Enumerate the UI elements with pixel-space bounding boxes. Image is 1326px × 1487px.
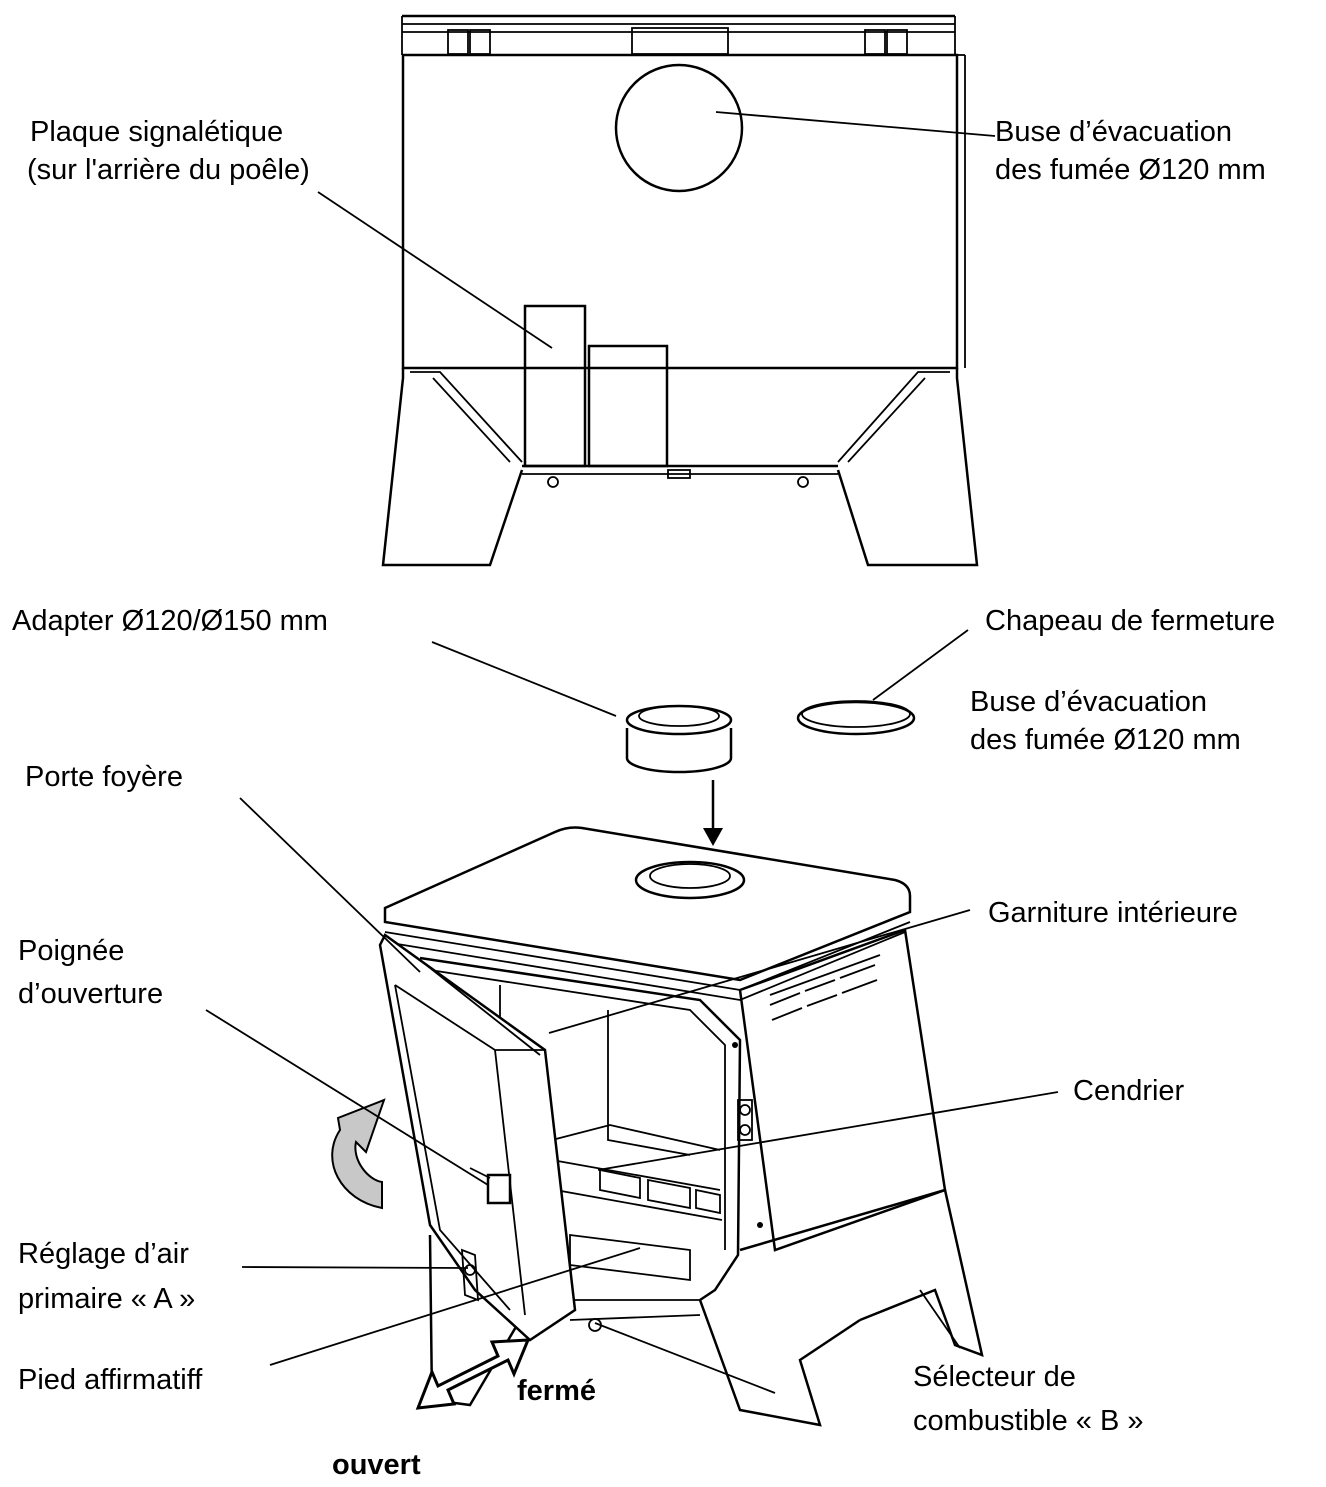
- adapter-part: [431, 641, 733, 774]
- label-primary-air-2: primaire « A »: [18, 1283, 196, 1315]
- label-flue-outlet-mid-1: Buse d’évacuation: [970, 686, 1207, 718]
- label-fuel-selector-2: combustible « B »: [913, 1405, 1144, 1437]
- label-leg: Pied affirmatiff: [18, 1364, 203, 1396]
- label-closing-cap: Chapeau de fermeture: [985, 605, 1276, 637]
- label-primary-air-1: Réglage d’air: [18, 1238, 189, 1270]
- down-arrow: [703, 780, 723, 846]
- firebox-door: [378, 933, 577, 1342]
- leader-lines: [205, 797, 1059, 1394]
- flue-outlet-circle: [614, 63, 744, 193]
- label-inner-lining: Garniture intérieure: [988, 897, 1238, 929]
- ash-tray-grate: [599, 1168, 721, 1215]
- label-fuel-selector-1: Sélecteur de: [913, 1361, 1076, 1393]
- label-flue-outlet-mid-2: des fumée Ø120 mm: [970, 724, 1241, 756]
- label-handle-2: d’ouverture: [18, 978, 164, 1010]
- open-close-arrow: [415, 1338, 531, 1410]
- label-firebox-door: Porte foyère: [25, 761, 183, 793]
- rating-plate: [523, 304, 587, 468]
- label-open: ouvert: [332, 1449, 421, 1481]
- stove-rear-view: [317, 14, 996, 567]
- label-flue-outlet-top-1: Buse d’évacuation: [995, 116, 1232, 148]
- door-opening-arrow: [331, 1098, 386, 1210]
- door-handle: [486, 1173, 512, 1205]
- label-flue-outlet-top-2: des fumée Ø120 mm: [995, 154, 1266, 186]
- label-handle-1: Poignée: [18, 935, 125, 967]
- label-rating-plate-2: (sur l'arrière du poêle): [27, 154, 310, 186]
- label-ash-tray: Cendrier: [1073, 1075, 1185, 1107]
- label-rating-plate-1: Plaque signalétique: [30, 116, 284, 148]
- label-closed: fermé: [517, 1375, 596, 1407]
- label-adapter: Adapter Ø120/Ø150 mm: [12, 605, 328, 637]
- closing-cap-part: [796, 629, 969, 736]
